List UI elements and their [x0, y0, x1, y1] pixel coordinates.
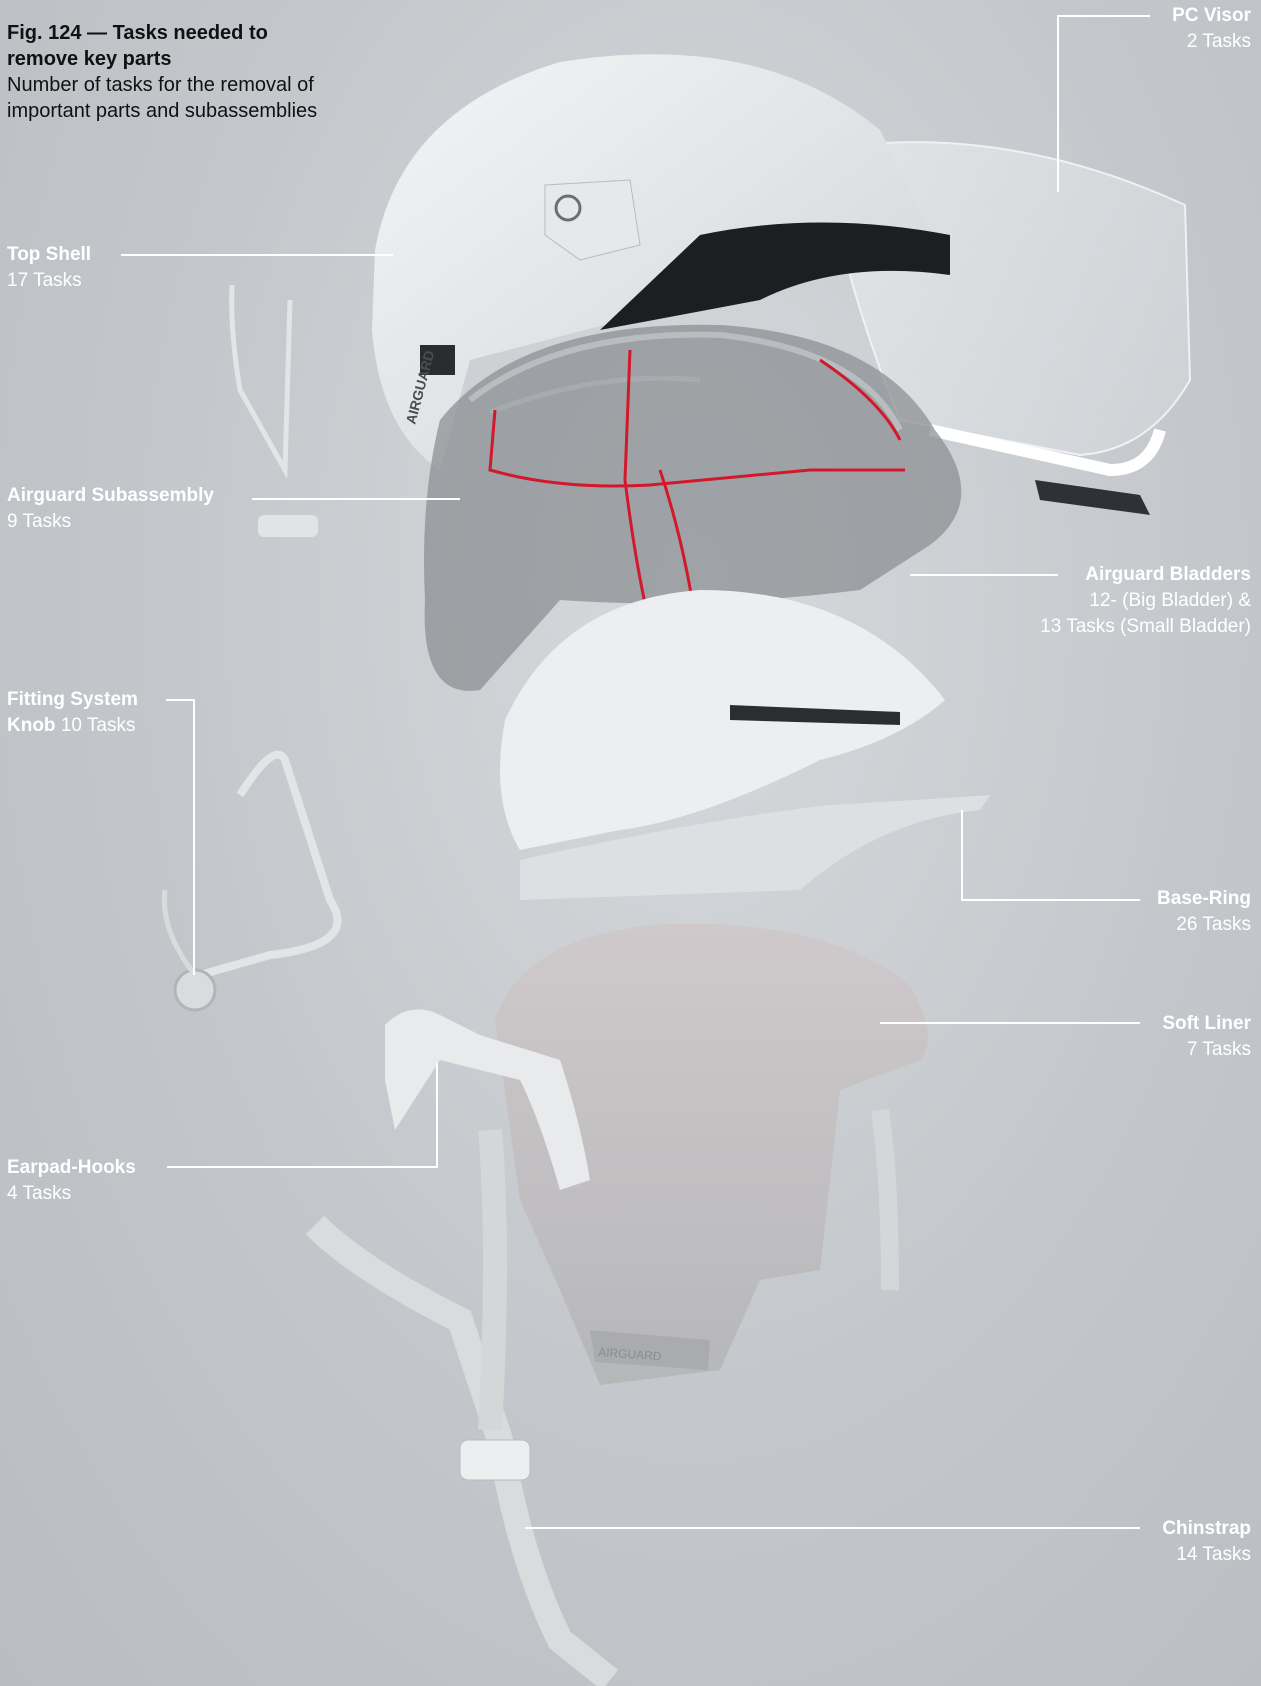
callout-name-line2: Knob [7, 715, 56, 736]
callout-name: Airguard Bladders [1040, 562, 1251, 588]
figure-caption: Fig. 124 — Tasks needed to remove key pa… [7, 20, 337, 124]
callout-tasks: 17 Tasks [7, 268, 91, 294]
callout-chinstrap: Chinstrap 14 Tasks [1162, 1516, 1251, 1568]
callout-airguard-bladders: Airguard Bladders 12- (Big Bladder) & 13… [1040, 562, 1251, 640]
callout-tasks: 26 Tasks [1157, 912, 1251, 938]
figure-description: Number of tasks for the removal of impor… [7, 72, 337, 124]
callout-name: Base-Ring [1157, 886, 1251, 912]
callout-name: Top Shell [7, 242, 91, 268]
callout-tasks: 9 Tasks [7, 509, 214, 535]
callout-pc-visor: PC Visor 2 Tasks [1172, 3, 1251, 55]
callout-name-line1: Fitting System [7, 687, 138, 713]
callout-tasks: 7 Tasks [1162, 1037, 1251, 1063]
callout-airguard-subassembly: Airguard Subassembly 9 Tasks [7, 483, 214, 535]
callout-fitting-system-knob: Fitting System Knob 10 Tasks [7, 687, 138, 739]
callout-tasks: 2 Tasks [1172, 29, 1251, 55]
callout-name: PC Visor [1172, 3, 1251, 29]
callout-tasks-line1: 12- (Big Bladder) & [1040, 588, 1251, 614]
callout-name: Earpad-Hooks [7, 1155, 136, 1181]
callout-soft-liner: Soft Liner 7 Tasks [1162, 1011, 1251, 1063]
callout-tasks: 14 Tasks [1162, 1542, 1251, 1568]
callout-tasks-line2: 13 Tasks (Small Bladder) [1040, 614, 1251, 640]
callout-name: Chinstrap [1162, 1516, 1251, 1542]
callout-name: Airguard Subassembly [7, 483, 214, 509]
figure-title: Fig. 124 — Tasks needed to remove key pa… [7, 20, 337, 72]
callout-name: Soft Liner [1162, 1011, 1251, 1037]
leader-base-ring [962, 810, 1140, 900]
fitting-system-knob-part [164, 755, 337, 1010]
callout-base-ring: Base-Ring 26 Tasks [1157, 886, 1251, 938]
callout-tasks: 10 Tasks [61, 715, 136, 736]
callout-tasks-text: 10 Tasks [61, 715, 136, 736]
callout-tasks: 4 Tasks [7, 1181, 136, 1207]
callout-top-shell: Top Shell 17 Tasks [7, 242, 91, 294]
base-ring-part [500, 590, 990, 900]
callout-earpad-hooks: Earpad-Hooks 4 Tasks [7, 1155, 136, 1207]
